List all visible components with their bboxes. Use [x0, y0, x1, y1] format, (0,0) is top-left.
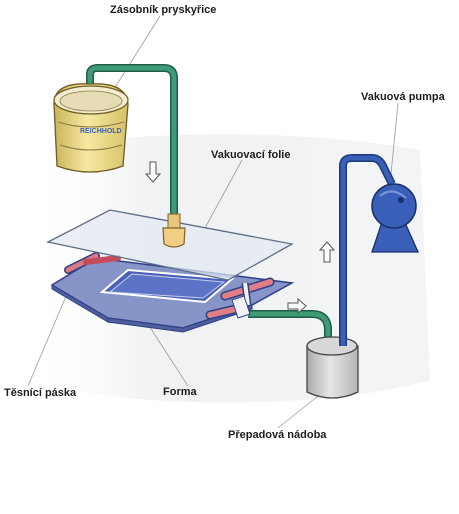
label-vacuum-foil: Vakuovací folie	[211, 149, 291, 161]
vacuum-line-pump	[339, 154, 396, 346]
arrow-up-icon	[318, 241, 336, 263]
resin-inlet-connector	[162, 213, 186, 248]
brand-logo: REICHHOLD	[80, 128, 122, 135]
vacuum-line-outlet	[231, 295, 332, 346]
vacuum-pump	[371, 183, 420, 253]
leader-vacuum-pump	[389, 102, 399, 185]
label-sealing-tape: Těsnící páska	[4, 387, 77, 399]
label-resin-container: Zásobník pryskyřice	[110, 4, 217, 16]
label-mold: Forma	[163, 386, 197, 398]
label-overflow-vessel: Přepadová nádoba	[228, 429, 327, 441]
arrow-right-icon	[287, 297, 307, 315]
resin-container: REICHHOLD	[53, 83, 129, 173]
sealing-tape	[64, 252, 121, 274]
flow-arrows	[144, 161, 336, 315]
arrow-down-icon	[144, 161, 162, 183]
resin-line	[86, 64, 178, 218]
overflow-vessel	[306, 336, 359, 399]
leader-vacuum-foil	[204, 159, 243, 229]
label-vacuum-pump: Vakuová pumpa	[361, 91, 445, 103]
